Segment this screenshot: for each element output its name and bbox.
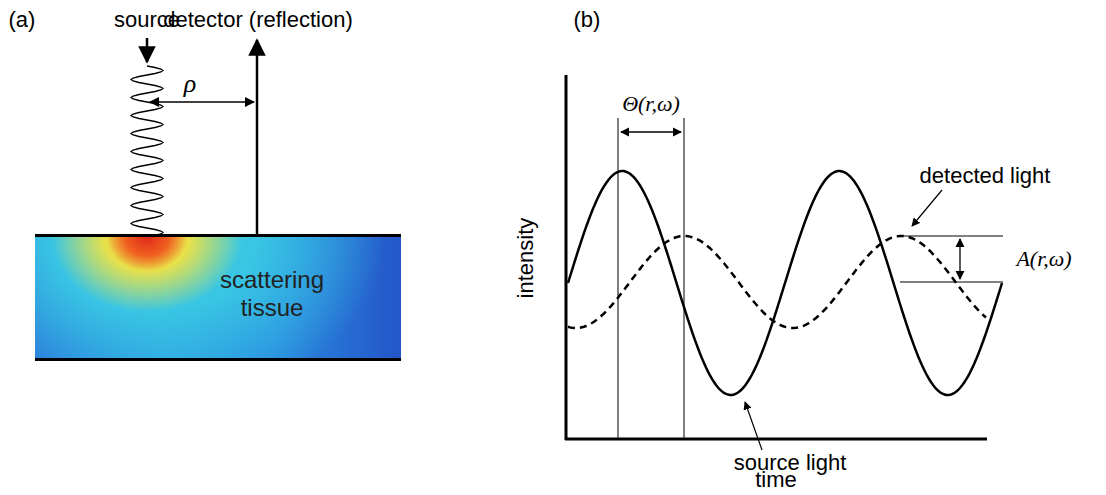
detected-curve [568, 236, 986, 328]
phase-guide [618, 118, 619, 439]
axis-label: intensity [514, 218, 538, 299]
source-arrow [146, 38, 149, 62]
amplitude-guide [900, 282, 1003, 283]
panel-label: (a) [9, 8, 36, 32]
y-axis [565, 75, 568, 440]
distance-symbol: ρ [184, 70, 196, 99]
panel-label: (b) [574, 8, 601, 32]
leader-line [745, 402, 762, 450]
phase-symbol: Θ(r,ω) [622, 92, 680, 116]
phase-arrow [621, 131, 681, 132]
amplitude-arrow [959, 239, 960, 279]
curve-label: detected light [920, 164, 1051, 188]
phase-guide [684, 118, 685, 439]
amplitude-guide [900, 236, 1003, 237]
source-curve [568, 171, 1002, 395]
distance-arrow [150, 101, 254, 103]
leader-line [912, 190, 942, 226]
amplitude-symbol: A(r,ω) [1016, 247, 1071, 271]
x-axis [565, 438, 987, 441]
tissue-label: scattering tissue [217, 266, 327, 321]
tissue-region: scattering tissue [35, 234, 401, 361]
detector-label: detector (reflection) [163, 8, 353, 32]
axis-label: time [755, 468, 797, 492]
detector-arrow [256, 40, 259, 236]
